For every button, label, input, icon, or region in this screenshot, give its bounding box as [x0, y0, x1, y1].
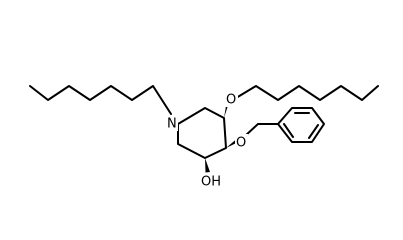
n-octyl-chain [29, 85, 172, 115]
oxygen-octyloxy-label: O [226, 93, 236, 108]
benzyl-linker-bonds [244, 123, 279, 137]
phenyl-double-bond-3 [283, 123, 294, 138]
molecule-structure: N O O OH [29, 85, 379, 190]
hydroxyl-label: OH [201, 175, 221, 190]
piperidine-ring [177, 107, 227, 159]
nitrogen-label: N [167, 117, 177, 132]
phenyl-ring-outline [277, 107, 325, 143]
ring-bonds [177, 107, 227, 159]
wedge-bond-hydroxyl [205, 158, 210, 173]
phenyl-ring [277, 107, 325, 143]
octyl-chain-bonds [29, 85, 172, 115]
o-octyl-chain [235, 85, 379, 101]
oxygen-benzyloxy-label: O [236, 136, 246, 151]
phenyl-double-bond-2 [308, 124, 319, 139]
atom-labels: N O O OH [166, 91, 248, 190]
octyloxy-chain-bonds [235, 85, 379, 101]
